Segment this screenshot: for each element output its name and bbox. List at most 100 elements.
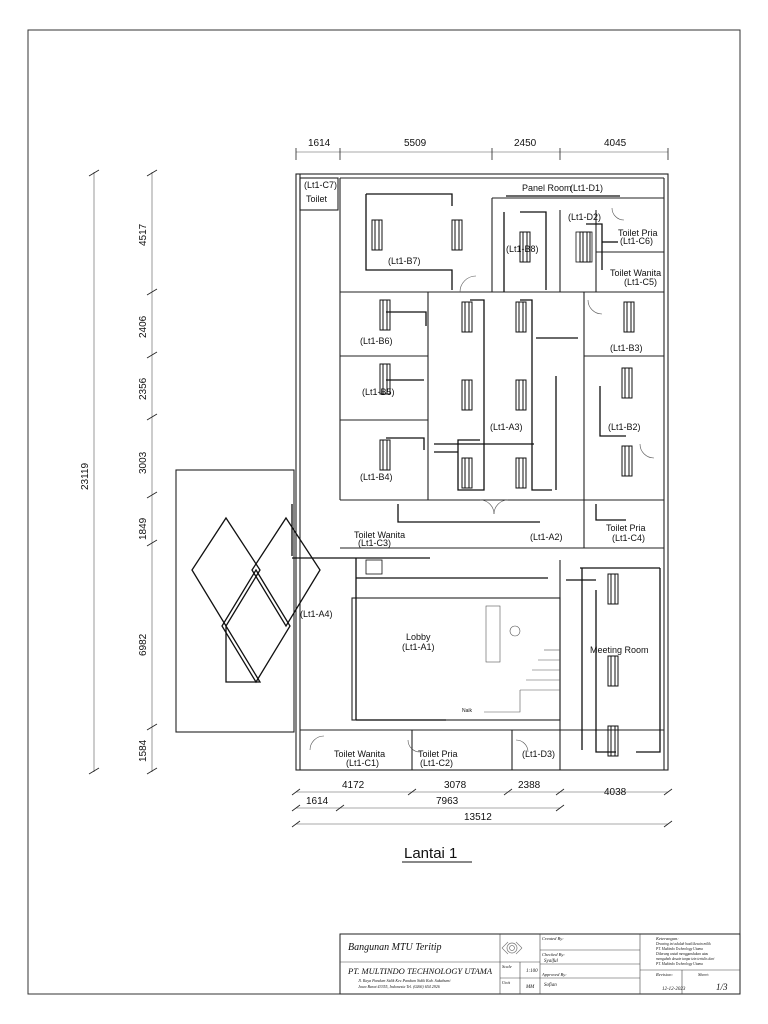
dim-left-3: 2356 [138,377,149,400]
dim-bottom-2: 3078 [444,780,467,791]
room-labels: (Lt1-C7) Toilet Panel Room (Lt1-D1) (Lt1… [300,180,661,768]
unit-meeting-1 [607,573,619,605]
notes-line-2: PT. Multindo Technology Utama [655,947,703,951]
date-value: 12-12-2023 [662,987,686,992]
created-by-label: Created By: [542,936,564,941]
dim-bottom-4: 4038 [604,787,627,798]
tag-c4: (Lt1-C4) [612,533,645,543]
sheet-label: Sheet: [698,972,710,977]
tag-b5: (Lt1-B5) [362,387,395,397]
dim-bottom-total: 13512 [464,812,492,823]
checked-by-value: Syaiful [544,959,558,964]
water-heater-c3 [365,559,383,575]
approved-by-label: Approved By: [541,972,567,977]
dim-top-1: 1614 [308,138,331,149]
notes-label: Keterangan: [655,936,679,941]
unit-b7-right [451,219,463,251]
scale-value: 1:100 [526,969,538,974]
room-toilet-top: Toilet [306,194,328,204]
room-lobby: Lobby [406,632,431,642]
unit-b8 [519,231,531,263]
tag-c1: (Lt1-C1) [346,758,379,768]
checked-by-label: Checked By: [542,952,565,957]
dim-top-4: 4045 [604,138,627,149]
notes-line-1: Drawing ini adalah hasil/desain milik [655,942,711,946]
indoor-units [365,219,635,757]
bottom-dimension-lines: 4172 3078 2388 4038 1614 7963 13512 [291,780,673,828]
dim-top-3: 2450 [514,138,537,149]
unit-a3-4 [515,379,527,411]
revision-label: Revision: [655,972,673,977]
tag-d1: (Lt1-D1) [570,183,603,193]
unit-c6 [579,231,591,263]
room-toilet-pria-c4: Toilet Pria [606,523,646,533]
unit-meeting-3 [607,725,619,757]
notes-line-3: Dilarang untuk menggandakan atau [655,952,708,956]
dim-left-7: 1584 [138,739,149,762]
sheet-number: 1/3 [716,982,728,992]
dim-bottom-3: 2388 [518,780,541,791]
tag-a1: (Lt1-A1) [402,642,435,652]
dim-bottom-6: 7963 [436,796,459,807]
tag-c5: (Lt1-C5) [624,277,657,287]
tag-b7: (Lt1-B7) [388,256,421,266]
room-toilet-wanita-c5: Toilet Wanita [610,268,661,278]
room-toilet-pria-c6: Toilet Pria [618,228,658,238]
dim-top-2: 5509 [404,138,427,149]
unit-value: MM [525,985,535,990]
company-logo [501,941,523,955]
tag-d2: (Lt1-D2) [568,212,601,222]
top-dimension-line: 1614 5509 2450 4045 [295,138,669,160]
company-address-1: Jl. Raya Pandum Sidik Kec.Pandum Sidik K… [358,978,450,983]
company-name: PT. MULTINDO TECHNOLOGY UTAMA [347,966,493,976]
unit-b2-2 [621,445,633,477]
sheet-border [27,29,741,995]
dim-left-2: 2406 [138,315,149,338]
tag-b6: (Lt1-B6) [360,336,393,346]
floor-plan-walls [175,173,669,771]
title-block: Bangunan MTU Teritip PT. MULTINDO TECHNO… [339,933,741,995]
unit-a3-3 [461,379,473,411]
tag-a4: (Lt1-A4) [300,609,333,619]
unit-a3-6 [515,457,527,489]
approved-by-value: Sofian [544,983,557,988]
unit-b4 [379,439,391,471]
dim-bottom-5: 1614 [306,796,329,807]
unit-b7-left [371,219,383,251]
project-name: Bangunan MTU Teritip [348,942,442,953]
dim-left-6: 6982 [138,633,149,656]
room-meeting-room: Meeting Room [590,645,649,655]
unit-a3-2 [515,301,527,333]
unit-b3 [623,301,635,333]
tag-b2: (Lt1-B2) [608,422,641,432]
tag-a2: (Lt1-A2) [530,532,563,542]
panel-equipment [575,231,593,263]
unit-b5 [379,363,391,395]
tag-b3: (Lt1-B3) [610,343,643,353]
notes-line-4: mengubah desain tanpa izin tertulis dari [656,957,714,961]
tag-a3: (Lt1-A3) [490,422,523,432]
tag-c2: (Lt1-C2) [420,758,453,768]
company-address-2: Jawa Barat 43355, Indonesia Tel. (0266) … [358,984,440,990]
tag-c3: (Lt1-C3) [358,538,391,548]
tag-c6: (Lt1-C6) [620,236,653,246]
tag-b4: (Lt1-B4) [360,472,393,482]
unit-b2-1 [621,367,633,399]
unit-meeting-2 [607,655,619,687]
notes-line-5: PT. Multindo Technology Utama [655,962,703,966]
room-toilet-wanita-c3: Toilet Wanita [354,530,405,540]
left-dimension-line: 23119 4517 2406 2356 3003 1849 6982 1584 [80,169,158,775]
dim-left-total: 23119 [80,462,91,490]
tag-b8: (Lt1-B8) [506,244,539,254]
tag-c7: (Lt1-C7) [304,180,337,190]
unit-a3-5 [461,457,473,489]
unit-a3-1 [461,301,473,333]
dim-left-5: 1849 [138,517,149,540]
room-panel-room: Panel Room [522,183,572,193]
dim-left-1: 4517 [138,223,149,246]
scale-label: Scale [502,964,512,969]
dim-left-4: 3003 [138,451,149,474]
unit-label: Unit [502,980,511,985]
drawing-title: Lantai 1 [404,845,457,862]
